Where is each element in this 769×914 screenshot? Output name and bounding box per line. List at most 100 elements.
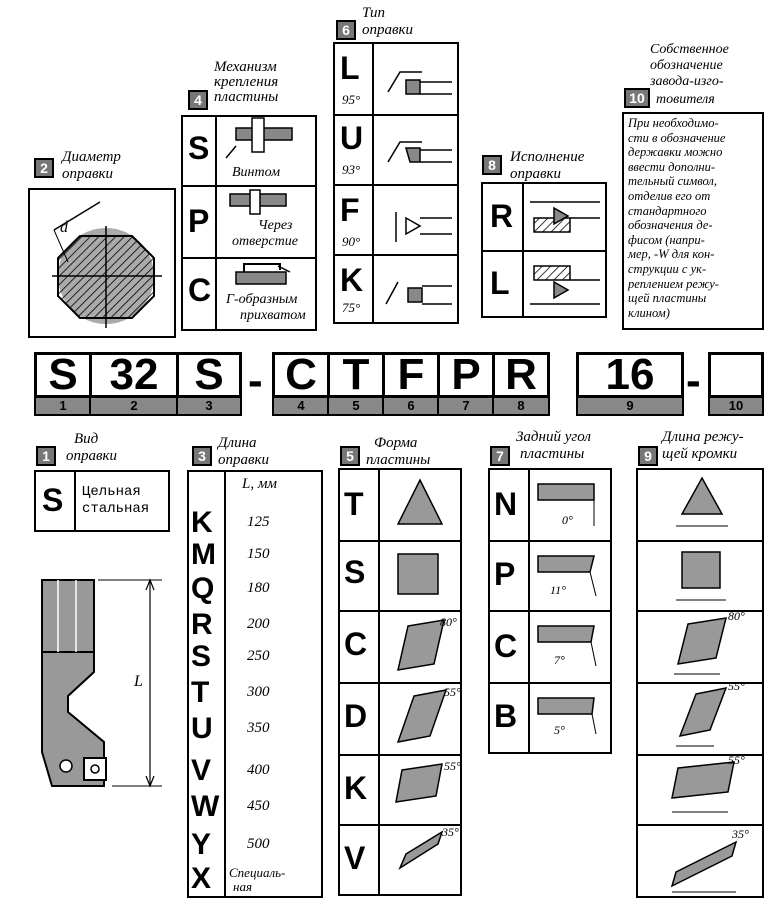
code-index-3: 3 — [176, 398, 242, 416]
code-cell-7: P — [437, 350, 495, 399]
section-3-number: 3 — [192, 446, 212, 466]
code-index-9: 9 — [576, 398, 684, 416]
code-cell-2: 32 — [89, 350, 179, 399]
clearance-angle-c: 7° — [554, 653, 565, 667]
shape-angle-v: 35° — [441, 825, 459, 839]
section-8-number: 8 — [482, 155, 502, 175]
section-2-number: 2 — [34, 158, 54, 178]
diameter-dim-label: d — [60, 219, 69, 236]
code-cell-4: C — [272, 350, 330, 399]
edge-angle-v: 35° — [731, 827, 749, 841]
clearance-angle-n: 0° — [562, 513, 573, 527]
code-cell-9: 16 — [576, 350, 684, 399]
section-10-title: Собственное обозначение завода-изго- — [650, 42, 729, 89]
holder-type-angle-f: 90° — [342, 234, 361, 249]
section-10-title-tail: товителя — [656, 92, 715, 107]
holder-type-code-f: F — [340, 192, 360, 228]
shape-angle-d: 55° — [444, 685, 461, 699]
section-2-title: Диаметр оправки — [62, 149, 121, 182]
length-row-x: X Специаль- ная — [191, 862, 286, 895]
screw-clamp-icon — [225, 117, 293, 159]
holder-kind-desc: Цельная стальная — [82, 484, 150, 517]
section-9-number: 9 — [638, 446, 658, 466]
clamp-code-s: S — [188, 130, 210, 166]
section-3-table — [187, 470, 323, 898]
holder-length-label: L — [133, 673, 143, 690]
code-cell-5: T — [327, 350, 385, 399]
code-index-1: 1 — [34, 398, 92, 416]
holder-type-code-k: K — [340, 262, 364, 298]
section-10-note: При необходимо- сти в обозначение держав… — [628, 116, 726, 320]
shape-code-d: D — [344, 698, 368, 734]
clamp-code-c: C — [188, 272, 212, 308]
section-4-number: 4 — [188, 90, 208, 110]
section-6-number: 6 — [336, 20, 356, 40]
pin-clamp-icon — [229, 189, 287, 215]
shape-code-t: T — [344, 486, 364, 522]
holder-type-angle-u: 93° — [342, 162, 361, 177]
section-8-title: Исполнение оправки — [510, 149, 585, 182]
section-1-title: Вид оправки — [66, 431, 118, 464]
code-cell-8: R — [492, 350, 550, 399]
code-index-2: 2 — [89, 398, 179, 416]
section-6-title: Тип оправки — [362, 5, 414, 38]
clearance-angle-b: 5° — [554, 723, 565, 737]
section-4-title: Механизм крепления пластины — [214, 59, 279, 105]
edge-length-icons: 80° 55° 55° 35° — [670, 476, 749, 893]
clearance-code-c: C — [494, 628, 518, 664]
holder-drawing: L — [41, 578, 162, 788]
shape-angle-k: 55° — [444, 759, 461, 773]
code-index-4: 4 — [272, 398, 330, 416]
holder-type-code-u: U — [340, 120, 364, 156]
code-index-8: 8 — [492, 398, 550, 416]
shape-code-k: K — [344, 770, 368, 806]
code-cell-6: F — [382, 350, 440, 399]
code-index-10: 10 — [708, 398, 764, 416]
section-1-number: 1 — [36, 446, 56, 466]
design-icons — [530, 201, 600, 305]
shape-code-v: V — [344, 840, 366, 876]
holder-kind-code: S — [42, 482, 64, 518]
clamp-desc-screw: Винтом — [232, 165, 281, 180]
holder-type-angle-k: 75° — [342, 300, 361, 315]
diameter-figure: d — [52, 201, 162, 328]
section-5-number: 5 — [340, 446, 360, 466]
shape-code-s: S — [344, 554, 366, 590]
edge-angle-k: 55° — [728, 753, 745, 767]
code-cell-10 — [708, 352, 764, 398]
clamp-code-p: P — [188, 203, 210, 239]
section-3-title: Длина оправки — [218, 435, 270, 468]
holder-type-icons — [385, 71, 452, 305]
section-6-table — [333, 42, 459, 324]
clearance-angle-p: 11° — [550, 583, 566, 597]
section-7-number: 7 — [490, 446, 510, 466]
holder-type-code-l: L — [340, 50, 360, 86]
clearance-icons: 0° 11° 7° 5° — [537, 483, 597, 737]
code-dash-1: - — [248, 356, 263, 405]
section-1-table — [34, 470, 170, 532]
lever-clamp-icon — [235, 263, 291, 285]
code-index-6: 6 — [382, 398, 440, 416]
edge-angle-c: 80° — [728, 609, 745, 623]
section-5-title: Форма пластины — [366, 435, 431, 468]
section-10-number: 10 — [624, 88, 650, 108]
shape-code-c: C — [344, 626, 368, 662]
code-index-7: 7 — [437, 398, 495, 416]
shape-angle-c: 80° — [440, 615, 457, 629]
code-index-5: 5 — [327, 398, 385, 416]
insert-shape-icons: 80° 55° 55° 35° — [395, 478, 461, 870]
design-code-r: R — [490, 198, 514, 234]
code-dash-2: - — [686, 356, 701, 405]
clamp-desc-through-hole: Через отверстие — [232, 218, 298, 249]
section-7-title: Задний угол пластины — [516, 429, 591, 462]
section-4-table — [181, 115, 317, 331]
clamp-desc-lever: Г-образным прихватом — [226, 292, 306, 323]
